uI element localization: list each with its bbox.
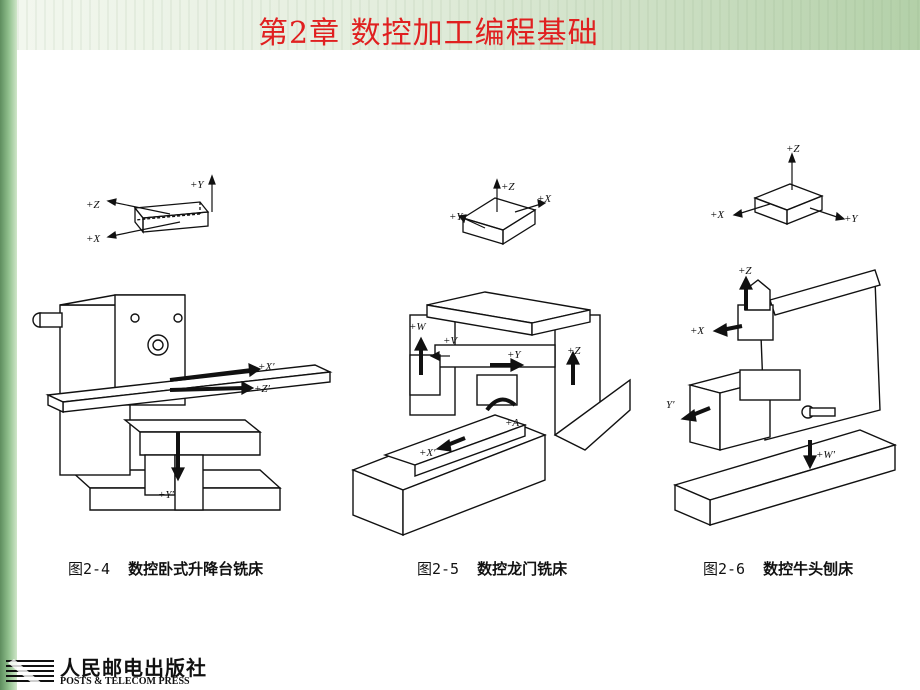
publisher-logo-icon bbox=[6, 659, 54, 685]
axis-label-x: +X bbox=[537, 193, 552, 205]
slide-title: 第2章 数控加工编程基础 bbox=[258, 16, 599, 51]
machine-label-w: +W bbox=[409, 321, 426, 333]
axis-label-x: +X bbox=[710, 209, 725, 221]
machine-label-y: +Y bbox=[507, 349, 522, 361]
caption-name: 数控牛头刨床 bbox=[763, 560, 854, 578]
axis-label-z: +Z bbox=[86, 199, 100, 211]
axis-label-y: +Y bbox=[844, 213, 859, 225]
caption-number: 图2-5 bbox=[417, 560, 460, 578]
figure-2-5-diagram: +Z +Y +X +W +V +Y +Z +A +X′ bbox=[351, 178, 631, 537]
axis-label-y: +Y bbox=[449, 211, 464, 223]
machine-label-yp: +Y′ bbox=[158, 489, 175, 501]
axis-label-x: +X bbox=[86, 233, 101, 245]
axis-label-y: +Y bbox=[190, 179, 205, 191]
left-decor-bar bbox=[0, 0, 17, 690]
header-banner bbox=[17, 0, 920, 50]
figure-2-6-diagram: +Z +X +Y +Z +X Y′ +W′ bbox=[666, 143, 898, 527]
machine-label-wp: +W′ bbox=[816, 449, 836, 461]
machine-label-yp: Y′ bbox=[666, 399, 675, 411]
figure-2-4-diagram: +Y +Z +X +X′ +Z′ +Y′ bbox=[32, 174, 333, 511]
caption-figure-2-6: 图2-6 数控牛头刨床 bbox=[703, 558, 853, 579]
machine-label-x: +X bbox=[690, 325, 705, 337]
machine-label-a: +A bbox=[505, 417, 519, 429]
machine-label-xp: +X′ bbox=[258, 361, 275, 373]
caption-number: 图2-4 bbox=[68, 560, 111, 578]
publisher-name-en: POSTS & TELECOM PRESS bbox=[60, 676, 190, 687]
machine-label-z: +Z bbox=[567, 345, 581, 357]
caption-number: 图2-6 bbox=[703, 560, 746, 578]
caption-figure-2-5: 图2-5 数控龙门铣床 bbox=[417, 558, 567, 579]
axis-label-z: +Z bbox=[501, 181, 515, 193]
machine-label-v: +V bbox=[443, 335, 458, 347]
machine-label-z: +Z bbox=[738, 265, 752, 277]
machine-label-xp: +X′ bbox=[419, 447, 436, 459]
caption-name: 数控卧式升降台铣床 bbox=[128, 560, 264, 578]
axis-label-z: +Z bbox=[786, 143, 800, 155]
caption-figure-2-4: 图2-4 数控卧式升降台铣床 bbox=[68, 558, 263, 579]
publisher-name-cn: 人民邮电出版社 bbox=[60, 656, 207, 680]
machine-label-zp: +Z′ bbox=[254, 383, 271, 395]
caption-name: 数控龙门铣床 bbox=[477, 560, 568, 578]
